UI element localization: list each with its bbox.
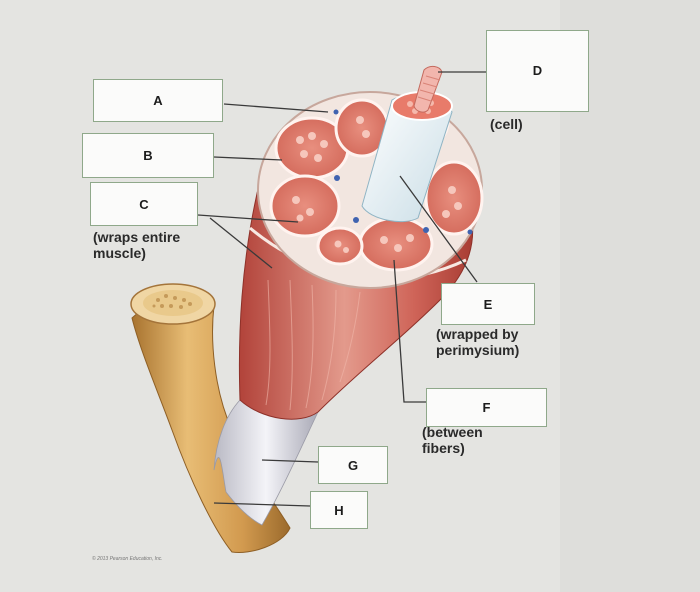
label-box-f[interactable]: F	[426, 388, 547, 427]
label-h: H	[334, 502, 344, 518]
label-d: D	[532, 63, 543, 78]
leader-line-g	[261, 459, 319, 463]
leader-line-b	[213, 156, 283, 161]
muscle-striations	[265, 279, 361, 411]
note-e: (wrapped by perimysium)	[436, 326, 520, 358]
label-f: F	[482, 400, 491, 415]
muscle-fiber	[413, 65, 443, 113]
label-c: C	[139, 196, 149, 212]
leader-line-f	[393, 259, 430, 403]
label-box-e[interactable]: E	[441, 283, 535, 325]
label-g: G	[347, 457, 359, 473]
label-e: E	[483, 296, 493, 312]
copyright-credit: © 2013 Pearson Education, Inc.	[92, 556, 163, 562]
label-box-g[interactable]: G	[318, 446, 388, 484]
label-box-h[interactable]: H	[310, 491, 368, 529]
label-box-c[interactable]: C	[90, 182, 198, 226]
label-a: A	[153, 93, 163, 108]
label-box-b[interactable]: B	[82, 133, 214, 178]
label-b: B	[143, 148, 153, 163]
spongy-bone-pores	[152, 294, 192, 309]
label-box-d[interactable]: D	[486, 30, 589, 112]
fiber-striations	[417, 75, 441, 102]
note-f: (between fibers)	[422, 424, 483, 456]
leader-line-h	[213, 502, 311, 507]
leader-line-c-2	[209, 217, 273, 269]
leader-line-c-1	[197, 214, 299, 223]
label-box-a[interactable]: A	[93, 79, 223, 122]
leader-line-e	[399, 175, 478, 283]
note-c: (wraps entire muscle)	[93, 229, 181, 261]
leader-lines	[197, 71, 488, 507]
leader-line-a	[223, 103, 329, 113]
note-d: (cell)	[490, 116, 523, 132]
spongy-bone	[143, 290, 203, 316]
